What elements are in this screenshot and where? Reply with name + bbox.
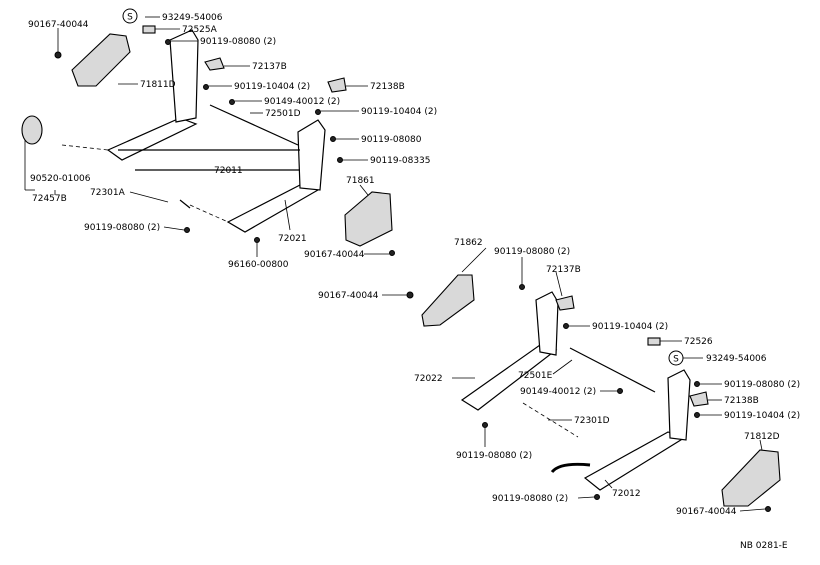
spring-72301D (522, 402, 579, 438)
spring-72301A (179, 199, 191, 209)
part-label: 71862 (454, 238, 483, 248)
seat-track-bracket-72012 (667, 369, 691, 441)
seat-track-bracket-72022 (535, 291, 559, 356)
bolt-90119-10404-c (563, 323, 569, 329)
bolt-90167-40044-c (406, 291, 414, 299)
bolt-90119-08080 (165, 39, 171, 45)
cover-71812D (721, 449, 781, 507)
part-label: 90119-08080 (2) (456, 451, 532, 461)
part-label: 96160-00800 (228, 260, 289, 270)
part-label: 90167-40044 (304, 250, 365, 260)
part-label: 90119-10404 (2) (724, 411, 800, 421)
cover-71811D (71, 33, 131, 87)
bolt-90149-40012 (229, 99, 235, 105)
part-label: 90149-40012 (2) (520, 387, 596, 397)
bolt-90119-08080-b (330, 136, 336, 142)
dashed-link (61, 144, 109, 151)
clip-72137B-b (555, 295, 575, 311)
dashed-link-2 (189, 204, 229, 223)
pin-96160-00800 (254, 237, 260, 243)
bolt-90119-10404 (203, 84, 209, 90)
clip-72526 (647, 337, 661, 346)
footer-code: NB 0281-E (740, 541, 788, 551)
part-label: 72501D (265, 109, 301, 119)
knob-72457B (21, 115, 43, 145)
part-label: 90149-40012 (2) (264, 97, 340, 107)
part-label: 90119-10404 (2) (592, 322, 668, 332)
bolt-90167-40044 (54, 51, 62, 59)
part-label: 71812D (744, 432, 780, 442)
seat-track-rail-72012 (583, 431, 686, 491)
part-label: 72011 (214, 166, 243, 176)
special-marker-label-2: S (673, 355, 679, 365)
part-labels: 90167-40044 93249-54006 72525A 90119-080… (28, 13, 800, 517)
part-label: 90119-08080 (2) (84, 223, 160, 233)
bolt-90167-40044-d (765, 506, 771, 512)
part-label: 72301A (90, 188, 126, 198)
part-label: 90119-10404 (2) (361, 107, 437, 117)
seat-track-rail-inner (106, 117, 198, 161)
part-label: 93249-54006 (706, 354, 767, 364)
seat-track-bracket-left (169, 29, 199, 123)
part-label: 90520-01006 (30, 174, 91, 184)
part-label: 72301D (574, 416, 610, 426)
part-label: 72138B (724, 396, 759, 406)
part-label: 72501E (518, 371, 553, 381)
part-label: 72137B (252, 62, 287, 72)
part-label: 72137B (546, 265, 581, 275)
bolt-90119-08080-g (594, 494, 600, 500)
part-label: 90167-40044 (28, 20, 89, 30)
bolt-90119-10404-d (694, 412, 700, 418)
part-label: 90119-08335 (370, 156, 431, 166)
special-marker-label: S (127, 13, 133, 23)
cover-71862 (421, 274, 475, 327)
part-label: 72526 (684, 337, 713, 347)
part-label: 90119-08080 (2) (494, 247, 570, 257)
part-label: 90119-08080 (2) (492, 494, 568, 504)
clip-72138B (327, 77, 347, 93)
bolt-90119-08080-f (482, 422, 488, 428)
clip-72137B (204, 57, 225, 71)
part-label: 72012 (612, 489, 641, 499)
seat-track-bracket-72021 (297, 119, 326, 191)
bolt-90119-08080-d (519, 284, 525, 290)
rod-72501E (569, 347, 656, 393)
rod-72501D (209, 104, 299, 146)
bolt-90119-08080-e (694, 381, 700, 387)
clip-72138B-b (689, 391, 709, 407)
part-label: 90119-08080 (2) (200, 37, 276, 47)
part-label: 72022 (414, 374, 443, 384)
part-label: 90119-10404 (2) (234, 82, 310, 92)
part-label: 71811D (140, 80, 176, 90)
bolt-90167-40044-b (389, 250, 395, 256)
leader-lines (24, 16, 766, 512)
special-marker (122, 8, 138, 24)
part-label: 93249-54006 (162, 13, 223, 23)
part-label: 72138B (370, 82, 405, 92)
handle-72012 (550, 462, 591, 474)
bolt-90119-10404-b (315, 109, 321, 115)
part-label: 71861 (346, 176, 375, 186)
part-label: 90167-40044 (676, 507, 737, 517)
part-label: 72021 (278, 234, 307, 244)
part-label: 90167-40044 (318, 291, 379, 301)
bolt-90119-08080-c (184, 227, 190, 233)
clip-72525A (142, 25, 156, 34)
bolt-90149-40012-b (617, 388, 623, 394)
bolt-90119-08335 (337, 157, 343, 163)
cover-71861 (344, 191, 393, 247)
part-label: 72525A (182, 25, 218, 35)
part-label: 90119-08080 (361, 135, 422, 145)
seat-track-rail-72021 (226, 184, 320, 233)
part-label: 72457B (32, 194, 67, 204)
part-label: 90119-08080 (2) (724, 380, 800, 390)
